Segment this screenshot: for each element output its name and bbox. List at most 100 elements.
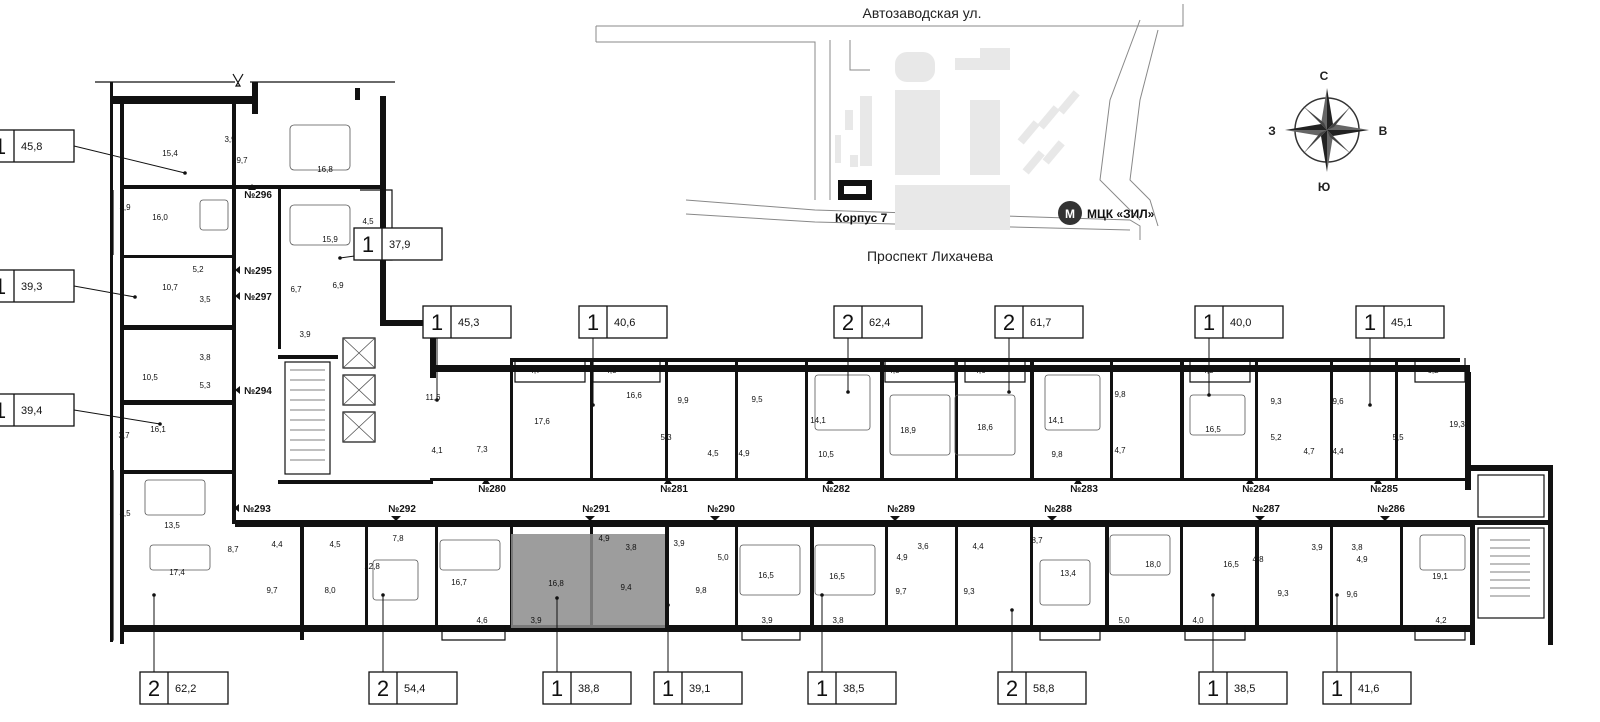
room-area-label: 9,7 bbox=[895, 587, 907, 596]
entry-arrow-icon bbox=[235, 266, 240, 274]
room-area-label: 3,9 bbox=[119, 203, 131, 212]
building-label: Корпус 7 bbox=[835, 211, 888, 225]
room-area-label: 10,7 bbox=[162, 283, 178, 292]
room-area-label: 4,4 bbox=[271, 540, 283, 549]
room-area-label: 16,5 bbox=[1205, 425, 1221, 434]
apartment-area: 38,5 bbox=[1234, 683, 1255, 695]
apartment-area: 61,7 bbox=[1030, 317, 1051, 329]
entry-arrow-icon bbox=[248, 184, 256, 190]
apartment-rooms: 2 bbox=[1006, 676, 1018, 701]
entry-arrow-icon bbox=[482, 478, 490, 484]
apartment-area: 39,4 bbox=[21, 405, 42, 417]
highlighted-apartment[interactable] bbox=[511, 534, 665, 628]
room-area-label: 7,3 bbox=[476, 445, 488, 454]
room-area-label: 5,2 bbox=[192, 265, 204, 274]
apartment-rooms: 1 bbox=[1331, 676, 1343, 701]
room-area-label: 9,6 bbox=[1332, 397, 1344, 406]
room-area-label: 4,9 bbox=[738, 449, 750, 458]
apartment-rooms: 1 bbox=[587, 310, 599, 335]
room-area-label: 8,5 bbox=[119, 509, 131, 518]
room-area-label: 4,3 bbox=[605, 366, 617, 375]
room-area-label: 9,9 bbox=[677, 396, 689, 405]
room-area-label: 9,8 bbox=[1114, 390, 1126, 399]
room-area-label: 9,8 bbox=[695, 586, 707, 595]
room-area-label: 17,4 bbox=[169, 568, 185, 577]
apartment-tag[interactable]: 139,4 bbox=[0, 393, 75, 427]
entry-arrow-icon bbox=[1074, 478, 1082, 484]
entry-arrow-icon bbox=[1255, 516, 1265, 521]
room-area-label: 4,7 bbox=[529, 366, 541, 375]
entry-number: №280 bbox=[478, 484, 506, 495]
room-area-label: 4,7 bbox=[1303, 447, 1315, 456]
room-area-label: 3,9 bbox=[673, 539, 685, 548]
entry-marker: №296 bbox=[244, 184, 272, 201]
entry-marker: №285 bbox=[1370, 478, 1398, 495]
tag-anchor-dot bbox=[1211, 593, 1215, 597]
apartment-tag[interactable]: 145,8 bbox=[0, 129, 75, 163]
metro-label: МЦК «ЗИЛ» bbox=[1087, 207, 1155, 221]
room-area-label: 4,3 bbox=[1202, 366, 1214, 375]
room-area-label: 5,0 bbox=[717, 553, 729, 562]
metro-icon-letter: М bbox=[1065, 207, 1075, 221]
room-area-label: 16,8 bbox=[317, 165, 333, 174]
apartment-area: 38,8 bbox=[578, 683, 599, 695]
room-area-label: 8,0 bbox=[324, 586, 336, 595]
room-area-label: 16,5 bbox=[758, 571, 774, 580]
tag-anchor-dot bbox=[1010, 608, 1014, 612]
entry-number: №297 bbox=[244, 292, 272, 303]
apartment-rooms: 1 bbox=[662, 676, 674, 701]
room-area-label: 3,8 bbox=[832, 616, 844, 625]
room-area-label: 9,4 bbox=[620, 583, 632, 592]
room-area-label: 11,6 bbox=[426, 393, 442, 402]
room-area-label: 4,5 bbox=[362, 217, 374, 226]
tag-anchor-dot bbox=[133, 295, 137, 299]
apartment-rooms: 1 bbox=[362, 232, 374, 257]
entry-number: №290 bbox=[707, 504, 735, 515]
room-area-label: 4,6 bbox=[476, 616, 488, 625]
tag-anchor-dot bbox=[1335, 593, 1339, 597]
apartment-tag[interactable]: 139,3 bbox=[0, 269, 75, 303]
room-area-label: 4,8 bbox=[1252, 555, 1264, 564]
apartment-rooms: 1 bbox=[1207, 676, 1219, 701]
entry-number: №296 bbox=[244, 190, 272, 201]
apartment-area: 39,1 bbox=[689, 683, 710, 695]
apartment-area: 62,4 bbox=[869, 317, 890, 329]
apartment-rooms: 1 bbox=[1203, 310, 1215, 335]
tag-anchor-dot bbox=[1007, 390, 1011, 394]
tag-anchor-dot bbox=[666, 603, 670, 607]
room-area-label: 3,9 bbox=[530, 616, 542, 625]
entry-arrow-icon bbox=[585, 516, 595, 521]
room-area-label: 4,9 bbox=[1356, 555, 1368, 564]
room-area-label: 4,6 bbox=[974, 366, 986, 375]
apartment-area: 41,6 bbox=[1358, 683, 1379, 695]
compass-west: З bbox=[1268, 124, 1276, 138]
apartment-rooms: 1 bbox=[431, 310, 443, 335]
room-area-label: 3,9 bbox=[761, 616, 773, 625]
room-area-label: 16,6 bbox=[626, 391, 642, 400]
room-area-label: 14,1 bbox=[810, 416, 826, 425]
room-area-label: 5,3 bbox=[660, 433, 672, 442]
tag-leader-line bbox=[73, 409, 161, 425]
room-area-label: 5,2 bbox=[1270, 433, 1282, 442]
street-bottom-label: Проспект Лихачева bbox=[867, 248, 993, 264]
entry-marker: №295 bbox=[235, 266, 272, 277]
room-area-label: 19,3 bbox=[1449, 420, 1465, 429]
entry-marker: №288 bbox=[1044, 504, 1072, 521]
